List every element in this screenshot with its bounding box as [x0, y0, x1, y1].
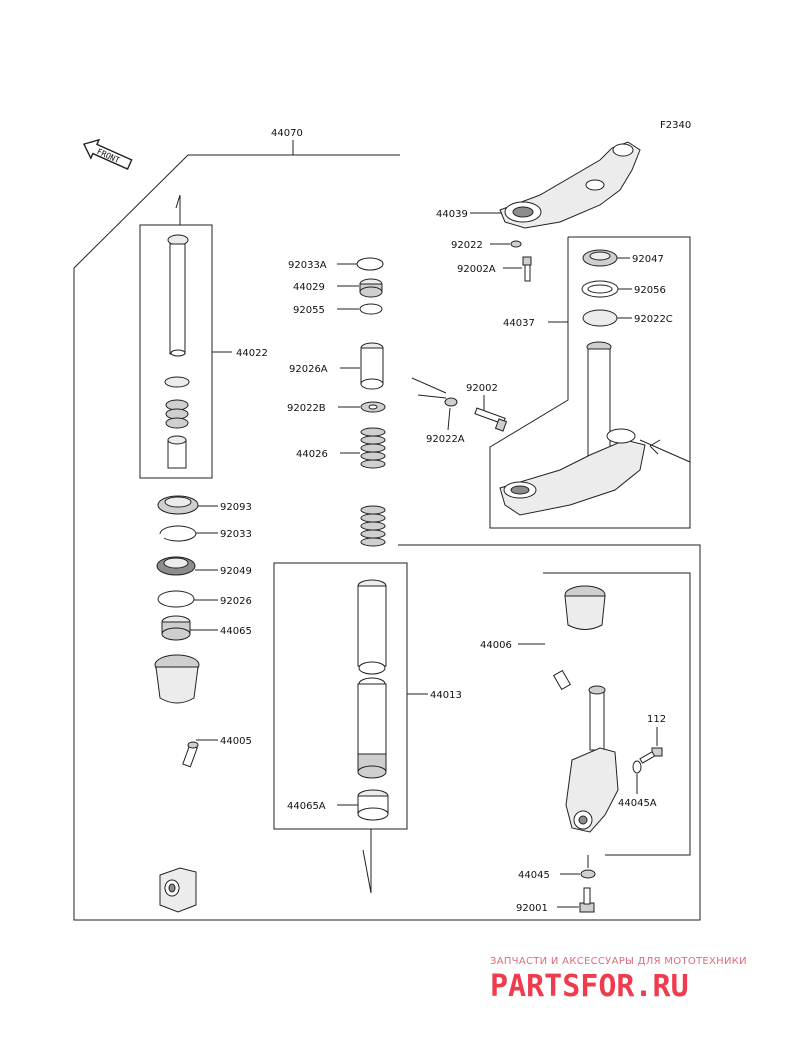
label-44029: 44029	[293, 282, 325, 293]
label-92002: 92002	[466, 383, 498, 394]
figure-code: F2340	[660, 120, 691, 131]
label-92002A: 92002A	[457, 264, 496, 275]
oil-seal-92049	[156, 556, 218, 576]
label-44045A: 44045A	[618, 798, 657, 809]
label-92056: 92056	[634, 285, 666, 296]
top-bracket	[470, 141, 641, 229]
washer-92026	[157, 590, 218, 608]
label-44070: 44070	[271, 128, 303, 139]
label-44026: 44026	[296, 449, 328, 460]
label-44005: 44005	[220, 736, 252, 747]
label-44013: 44013	[430, 690, 462, 701]
collar-92026A	[340, 342, 384, 390]
label-44045: 44045	[518, 870, 550, 881]
washer-92022	[490, 240, 522, 248]
outer-tube-group	[518, 572, 691, 913]
assembly-outline	[73, 140, 701, 921]
label-92022A: 92022A	[426, 434, 465, 445]
bolt-44005	[182, 739, 218, 768]
label-44065: 44065	[220, 626, 252, 637]
axle-clamp	[159, 867, 197, 913]
label-92049: 92049	[220, 566, 252, 577]
part-labels: F2340 44070 44039 92022 92002A 92047 920…	[220, 120, 691, 914]
label-92093: 92093	[220, 502, 252, 513]
label-44022: 44022	[236, 348, 268, 359]
label-44037: 44037	[503, 318, 535, 329]
label-92026A: 92026A	[289, 364, 328, 375]
cap-92033A	[337, 257, 384, 271]
label-92033A: 92033A	[288, 260, 327, 271]
label-92022B: 92022B	[287, 403, 326, 414]
watermark-brand: PARTSFOR.RU	[490, 969, 689, 1004]
label-92022: 92022	[451, 240, 483, 251]
bushing-44029	[337, 278, 383, 298]
label-112: 112	[647, 714, 666, 725]
label-92055: 92055	[293, 305, 325, 316]
bolt-92002	[411, 377, 508, 432]
label-92001: 92001	[516, 903, 548, 914]
label-92022C: 92022C	[634, 314, 673, 325]
dust-seal-92093	[157, 495, 218, 515]
circlip-92033	[159, 525, 218, 542]
label-92047: 92047	[632, 254, 664, 265]
watermark-tagline: ЗАПЧАСТИ И АКСЕССУАРЫ ДЛЯ МОТОТЕХНИКИ	[490, 956, 747, 967]
watermark-logo: ЗАПЧАСТИ И АКСЕССУАРЫ ДЛЯ МОТОТЕХНИКИ PA…	[490, 956, 747, 1004]
washer-92022B	[338, 401, 386, 413]
label-44065A: 44065A	[287, 801, 326, 812]
label-44039: 44039	[436, 209, 468, 220]
bushing-44065	[161, 615, 218, 641]
label-44006: 44006	[480, 640, 512, 651]
steering-stem-group	[489, 236, 691, 529]
label-92026: 92026	[220, 596, 252, 607]
fork-tube-group	[139, 194, 232, 479]
front-arrow-icon: FRONT	[82, 138, 133, 170]
label-92033: 92033	[220, 529, 252, 540]
inner-tube-group	[273, 562, 428, 894]
spring-44026	[340, 427, 386, 547]
slider-housing	[154, 654, 200, 704]
oring-92055	[337, 303, 383, 315]
bolt-92002A	[503, 256, 532, 282]
